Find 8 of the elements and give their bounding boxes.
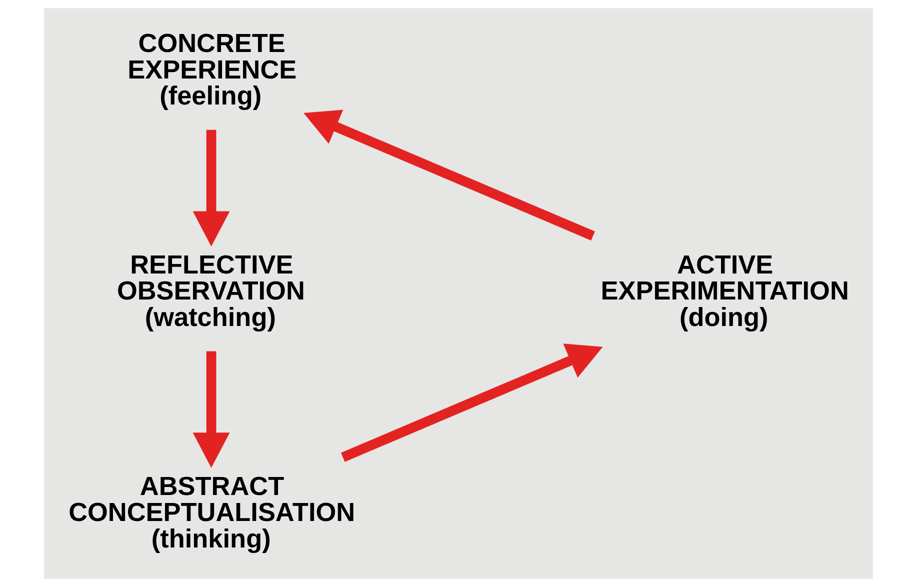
node-text: REFLECTIVE OBSERVATION (watching) xyxy=(116,249,305,332)
node-text: ABSTRACT CONCEPTUALISATION (thinking) xyxy=(68,470,356,554)
arrow xyxy=(192,351,230,468)
arrow xyxy=(304,110,595,240)
arrow xyxy=(192,130,230,246)
node-text: CONCRETE EXPERIENCE (feeling) xyxy=(128,28,297,111)
arrow xyxy=(340,344,603,462)
node-text: ACTIVE EXPERIMENTATION (doing) xyxy=(600,249,849,332)
